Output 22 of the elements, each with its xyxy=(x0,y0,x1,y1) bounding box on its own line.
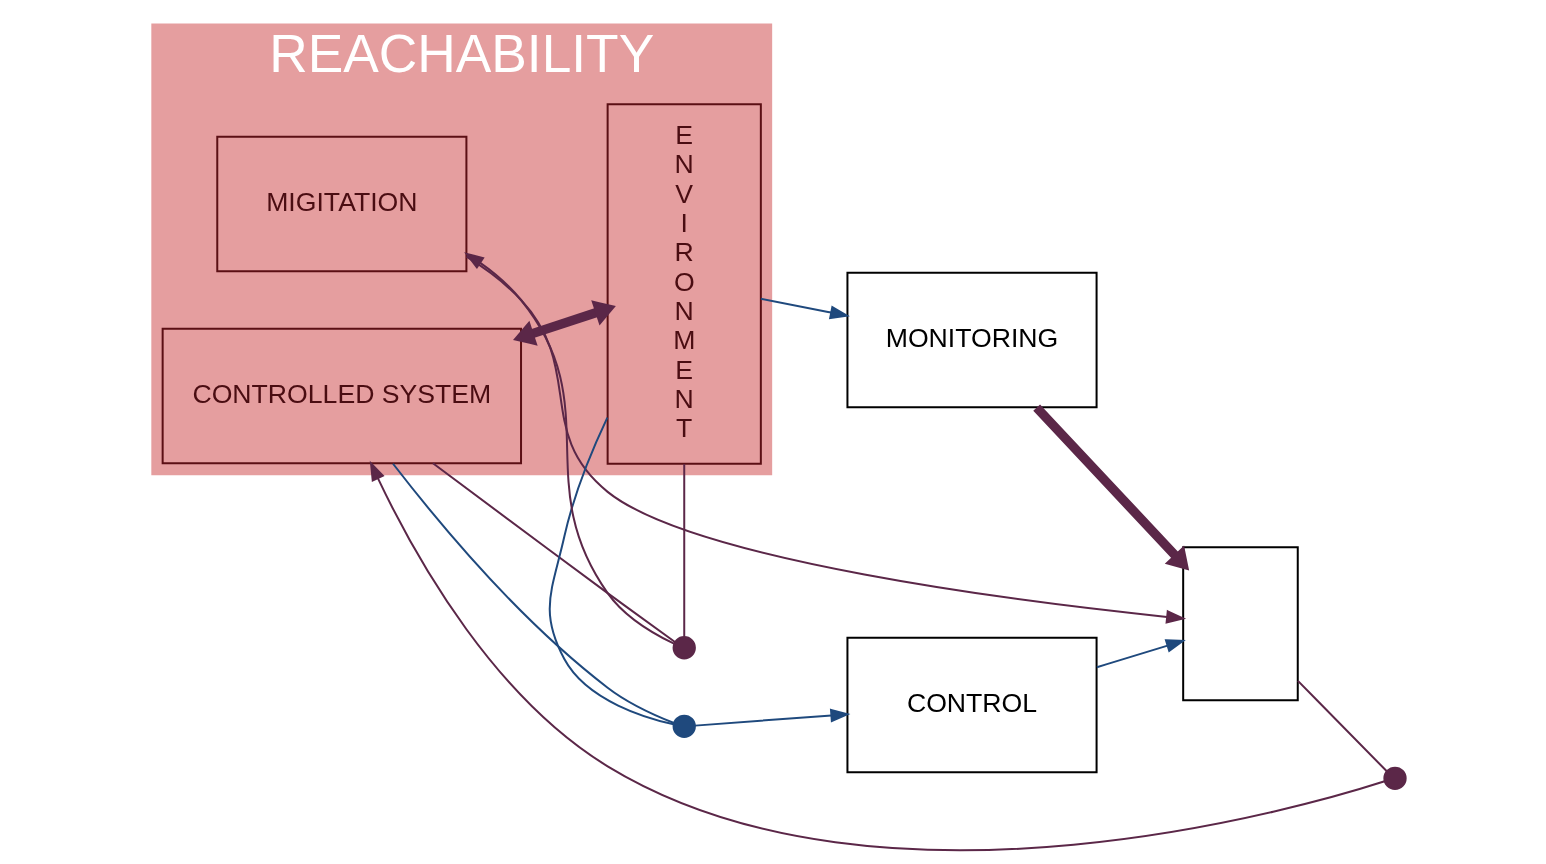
node-circle xyxy=(672,714,696,738)
connector xyxy=(548,416,675,726)
node-box: CONTROLLED SYSTEM xyxy=(161,327,522,465)
arrow xyxy=(1032,404,1189,571)
node-circle xyxy=(1382,766,1407,790)
connector xyxy=(682,463,685,638)
connector xyxy=(1296,679,1388,773)
node-box xyxy=(1181,546,1299,702)
node-box: MONITORING xyxy=(845,271,1098,409)
arrow xyxy=(512,300,616,346)
node-box: CONTROL xyxy=(845,636,1098,774)
node-box: E N V I R O N M E N T xyxy=(606,103,762,465)
arrow xyxy=(1095,639,1186,669)
arrow xyxy=(369,460,1386,851)
node-box: MIGITATION xyxy=(215,135,467,273)
arrow xyxy=(693,708,850,727)
arrow xyxy=(759,297,850,320)
arrow xyxy=(465,255,1186,624)
node-circle xyxy=(672,636,696,660)
connector xyxy=(431,462,676,643)
connector xyxy=(391,462,675,724)
arrow xyxy=(463,252,675,645)
